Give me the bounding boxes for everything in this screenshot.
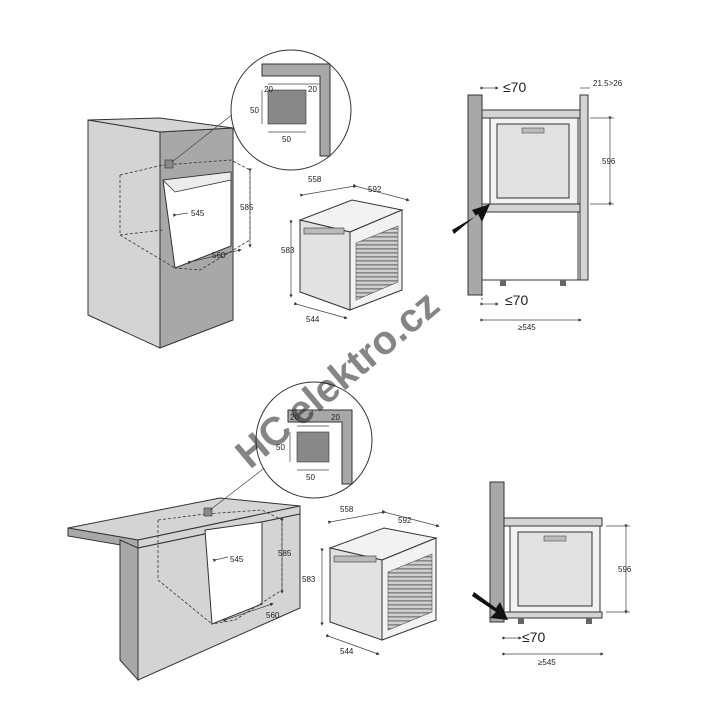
- section-view-bottom: 596 ≤70 ≥545: [472, 481, 632, 667]
- section-depth-top: ≥545: [518, 323, 536, 332]
- niche-height-bottom: 585: [278, 549, 292, 558]
- oven-depth-bottom-bottom: 544: [340, 647, 354, 656]
- oven-depth-top: 558: [308, 175, 322, 184]
- section-gap-right: 21.5>26: [593, 79, 623, 88]
- detail-right-bottom: 20: [331, 413, 340, 422]
- niche-dimensions-bottom: 585 545 560: [212, 518, 292, 623]
- detail-side: 50: [250, 106, 259, 115]
- detail-right: 20: [308, 85, 317, 94]
- vent-hole: [164, 159, 174, 169]
- oven-height-top: 583: [281, 246, 295, 255]
- oven-isometric-top: 558 592 583 544: [281, 175, 410, 324]
- worktop-cabinet: [67, 497, 301, 682]
- section-gap-bottom: ≤70: [505, 292, 528, 308]
- vent-detail-top: 20 20 50 50: [171, 49, 352, 171]
- oven-width-top: 592: [368, 185, 382, 194]
- oven-height-bottom: 583: [302, 575, 316, 584]
- section-view-top: ≤70 21.5>26 596 ≤70 ≥545: [452, 79, 623, 332]
- oven-depth-bottom-top: 544: [306, 315, 320, 324]
- section-depth-bottom: ≥545: [538, 658, 556, 667]
- section-gap-bottom-b: ≤70: [522, 629, 545, 645]
- oven-width-bottom: 592: [398, 516, 412, 525]
- tall-cabinet: [87, 117, 251, 349]
- section-height-top: 596: [602, 157, 616, 166]
- section-height-bottom: 596: [618, 565, 632, 574]
- detail-top: 20: [264, 85, 273, 94]
- detail-side-bottom: 50: [276, 443, 285, 452]
- niche-depth: 560: [212, 251, 226, 260]
- section-gap-top: ≤70: [503, 79, 526, 95]
- vent-hole-bottom: [203, 507, 213, 517]
- detail-top-bottom: 20: [290, 413, 299, 422]
- niche-width: 545: [191, 209, 205, 218]
- vent-detail-bottom: 20 20 50 50: [209, 381, 373, 511]
- niche-dimensions-top: 585 545 560: [173, 168, 254, 265]
- niche-depth-bottom: 560: [266, 611, 280, 620]
- oven-depth-top-bottom: 558: [340, 505, 354, 514]
- niche-height: 585: [240, 203, 254, 212]
- niche-width-bottom: 545: [230, 555, 244, 564]
- detail-bottom: 50: [282, 135, 291, 144]
- oven-isometric-bottom: 558 592 583 544: [302, 505, 440, 656]
- detail-bottom-bottom: 50: [306, 473, 315, 482]
